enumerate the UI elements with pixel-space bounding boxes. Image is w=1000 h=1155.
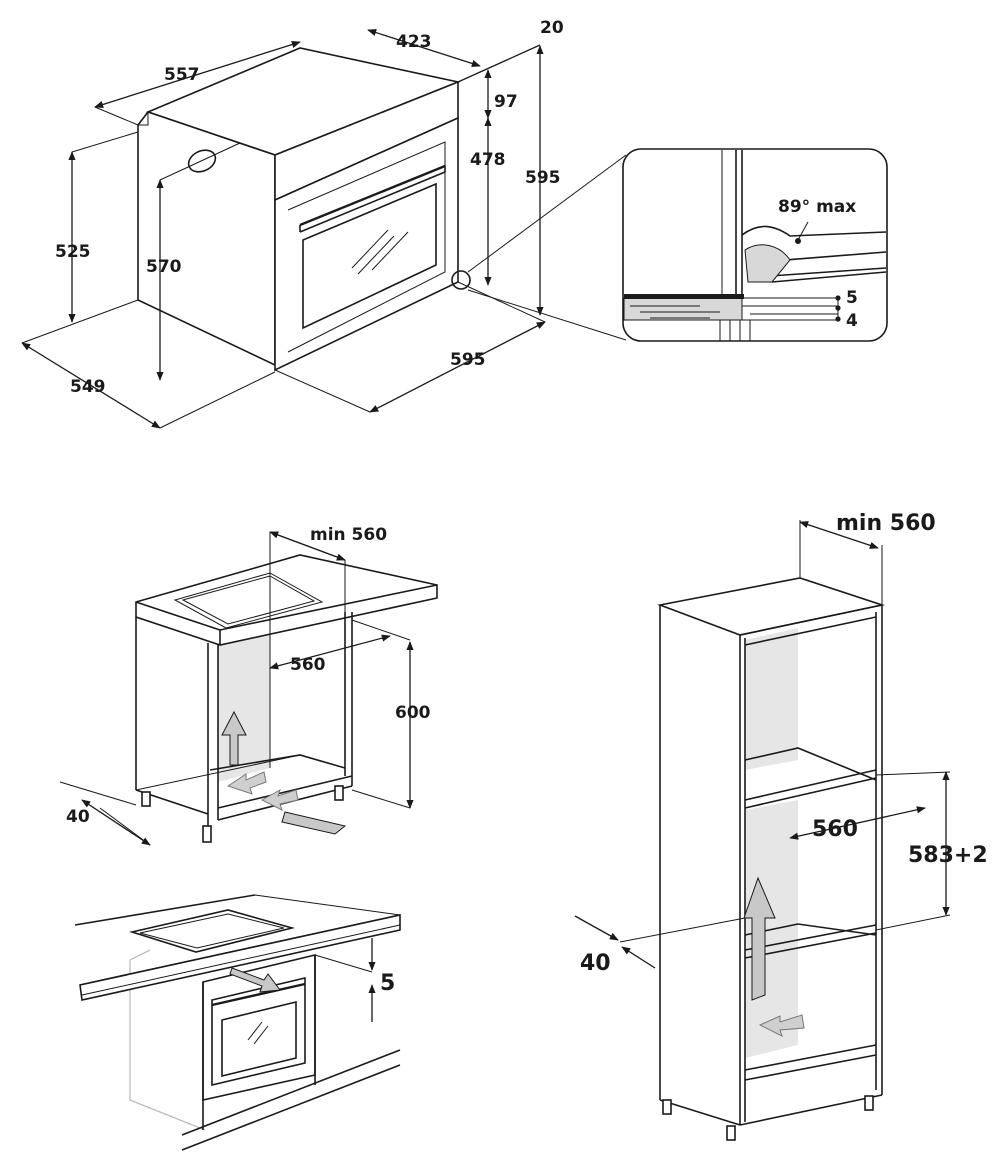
dim-front-width: 595 [450,350,486,370]
dim-side-height: 525 [55,242,91,262]
oven-dimension-labels: 557 423 20 97 478 595 525 570 549 595 [55,18,564,397]
hinge-angle-label: 89° max [778,197,856,217]
tall-cabinet [657,520,886,1141]
uc-height: 600 [395,703,431,723]
oven-dimension-lines [21,29,627,429]
hob-labels: 5 [380,971,395,996]
dim-width-top: 557 [164,65,200,85]
hinge-gap-lower: 4 [846,311,858,331]
uc-rear-gap: 40 [66,807,90,827]
hob-install [74,894,401,1151]
dim-cavity-height: 478 [470,150,506,170]
hinge-gap-upper: 5 [846,288,858,308]
uc-width: 560 [290,655,326,675]
tc-rear-gap: 40 [580,951,611,976]
tall-cabinet-dims [574,521,951,969]
oven-drawing [137,47,471,372]
dim-inner-height: 570 [146,257,182,277]
under-counter-dims [59,531,414,846]
dim-door-offset: 20 [540,18,564,38]
dim-panel-height: 97 [494,92,518,112]
tc-min-depth: min 560 [836,511,936,536]
under-counter-labels: min 560 560 600 40 [66,525,431,827]
tc-height: 583+2 [908,843,988,868]
hinge-detail [622,148,888,342]
uc-min-depth: min 560 [310,525,387,545]
hob-gap: 5 [380,971,395,996]
under-counter-cabinet [135,532,438,843]
dim-depth-top: 423 [396,32,432,52]
hinge-labels: 89° max 5 4 [778,197,858,331]
dim-depth-base: 549 [70,377,106,397]
tall-cabinet-labels: min 560 560 583+2 40 [580,511,988,976]
tc-width: 560 [812,817,858,842]
dim-overall-height: 595 [525,168,561,188]
